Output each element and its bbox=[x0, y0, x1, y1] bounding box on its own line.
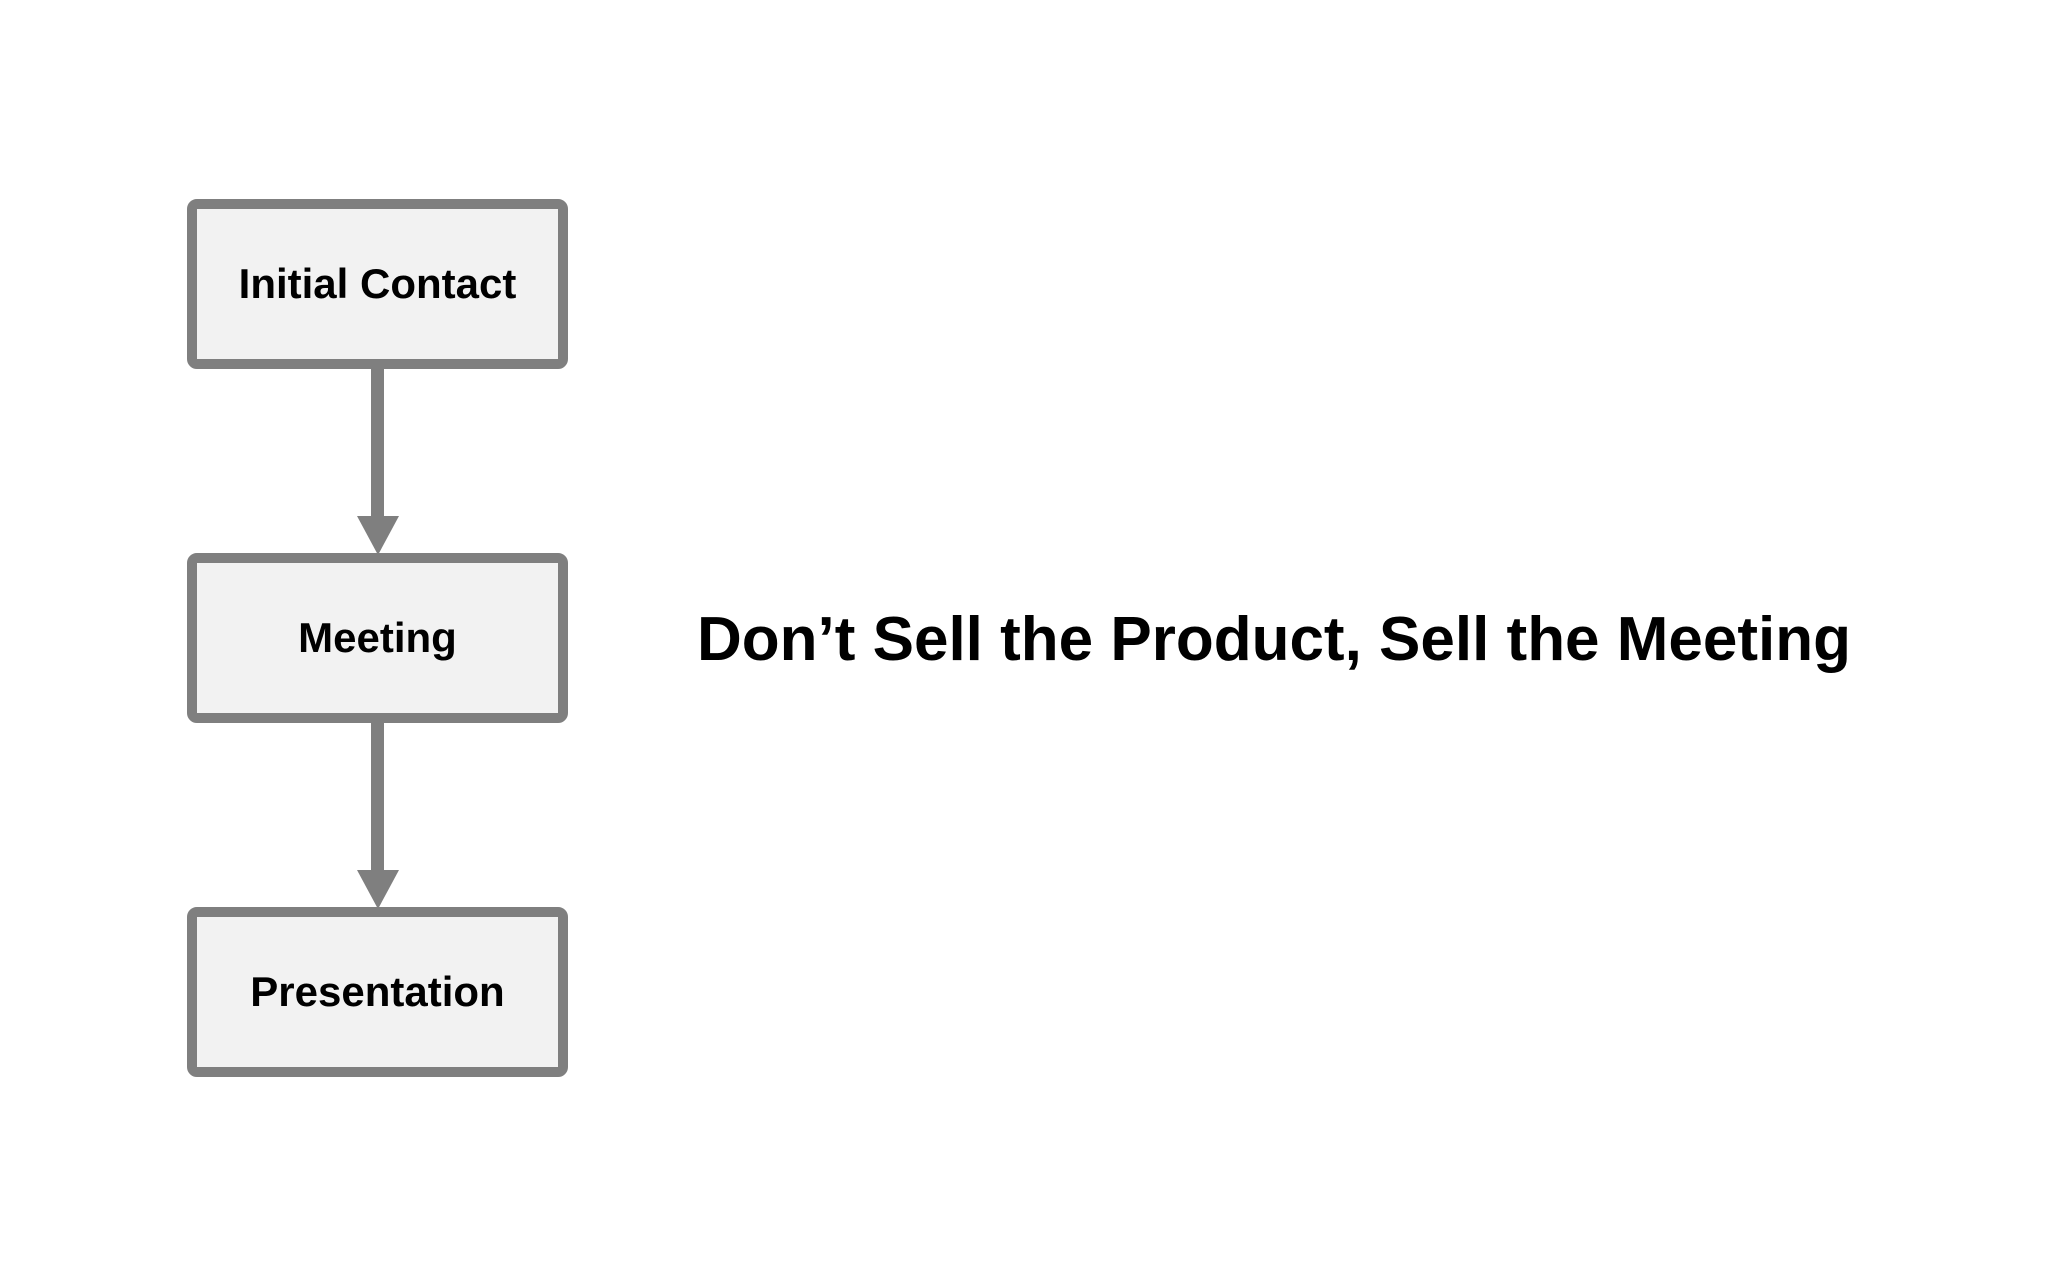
arrow-stem bbox=[371, 720, 384, 870]
arrow-stem bbox=[371, 366, 384, 516]
flow-node-label: Presentation bbox=[250, 967, 505, 1015]
flow-node-initial-contact: Initial Contact bbox=[187, 199, 568, 369]
flow-node-label: Meeting bbox=[298, 613, 457, 661]
flow-node-meeting: Meeting bbox=[187, 553, 568, 723]
arrow-down-icon bbox=[356, 366, 399, 555]
flow-node-presentation: Presentation bbox=[187, 907, 568, 1077]
arrow-head bbox=[356, 870, 399, 909]
slide-headline: Don’t Sell the Product, Sell the Meeting bbox=[697, 605, 1851, 674]
arrow-down-icon bbox=[356, 720, 399, 909]
flow-node-label: Initial Contact bbox=[238, 259, 517, 307]
arrow-head bbox=[356, 516, 399, 555]
